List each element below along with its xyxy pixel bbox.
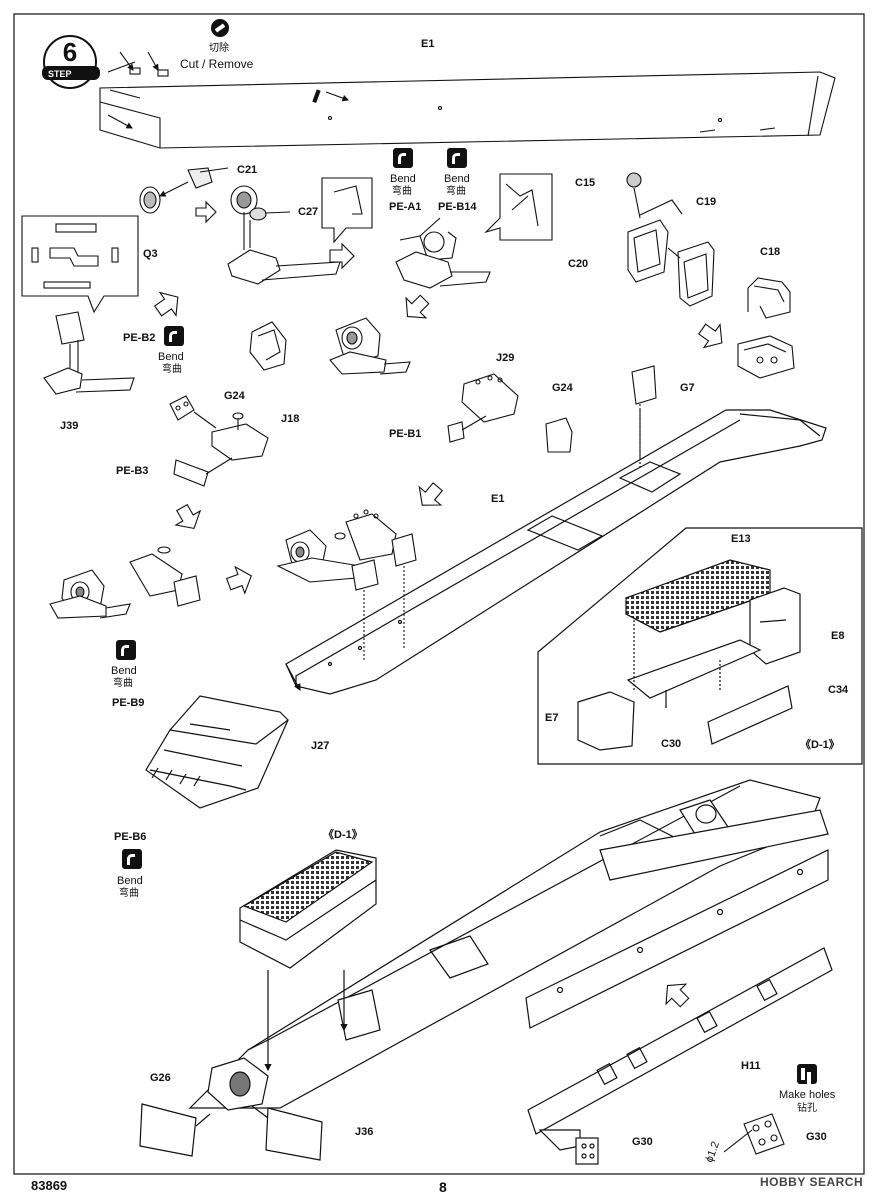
d1-detail-inset: [537, 527, 863, 765]
bend-icon: [122, 849, 142, 869]
bend-label-zh: 弯曲: [119, 888, 139, 899]
side-rail-upper: [525, 809, 829, 1029]
arrow-step-4: [405, 294, 430, 319]
bend-label-zh: 弯曲: [446, 186, 466, 197]
label-e7: E7: [545, 712, 559, 724]
bend-icon: [393, 148, 413, 168]
arrow-step-8: [665, 983, 690, 1008]
side-rail-h11: [527, 947, 833, 1165]
label-j29: J29: [496, 352, 515, 364]
mount-assembly-c27: [227, 185, 341, 285]
label-j39: J39: [60, 420, 79, 432]
step-badge-graphic: [42, 35, 100, 89]
label-g7: G7: [680, 382, 695, 394]
label-g24: G24: [552, 382, 573, 394]
cut-label-zh: 切除: [209, 43, 229, 54]
arrow-step-6: [225, 565, 252, 595]
label-c27: C27: [298, 206, 319, 218]
bend-label-en: Bend: [158, 351, 184, 363]
cut-icon: [211, 19, 229, 37]
jerrycan-assembly: [626, 172, 715, 307]
lamp-assembly-mid: [329, 317, 411, 375]
fender-j27: [145, 695, 289, 809]
lamp-assembly-c21: [139, 167, 229, 224]
label-c15: C15: [575, 177, 596, 189]
bend-icon: [164, 326, 184, 346]
bend-label-zh: 弯曲: [113, 678, 133, 689]
bend-label-en: Bend: [111, 665, 137, 677]
label-q3: Q3: [143, 248, 158, 260]
cut-label-en: Cut / Remove: [180, 57, 254, 71]
label-g30: G30: [806, 1131, 827, 1143]
label-pe-b1: PE-B1: [389, 428, 422, 440]
label-pe-b9: PE-B9: [112, 697, 145, 709]
hitch-assembly-lower: [129, 546, 201, 607]
label-j27: J27: [311, 740, 330, 752]
label-pe-b6: PE-B6: [114, 831, 147, 843]
label-pe-b14: PE-B14: [438, 201, 477, 213]
bend-icon: [116, 640, 136, 660]
label-e13: E13: [731, 533, 751, 545]
label-g26: G26: [150, 1072, 171, 1084]
watermark: HOBBY SEARCH: [760, 1175, 864, 1189]
mount-assembly-j39: [43, 311, 135, 395]
bracket-frame: [249, 321, 287, 371]
label-e1-mid: E1: [491, 493, 505, 505]
bend-label-zh: 弯曲: [392, 186, 412, 197]
holes-label-en: Make holes: [779, 1089, 836, 1101]
bend-label-en: Bend: [117, 875, 143, 887]
arrow-step-3: [153, 291, 179, 318]
bend-label-zh: 弯曲: [162, 364, 182, 375]
lamp-assembly-lower: [49, 569, 131, 619]
j39-detail-inset: [21, 215, 139, 314]
label-c34: C34: [828, 684, 849, 696]
label-c19: C19: [696, 196, 717, 208]
label-c21: C21: [237, 164, 258, 176]
bend-icon: [447, 148, 467, 168]
page-border: [13, 13, 865, 1175]
hitch-assembly-j18: [169, 395, 269, 487]
d1-box-installed: [239, 849, 377, 1072]
label-e8: E8: [831, 630, 845, 642]
bracket-c18: [737, 277, 795, 379]
product-code: 83869: [31, 1178, 68, 1193]
label-pe-b3: PE-B3: [116, 465, 149, 477]
bend-label-en: Bend: [444, 173, 470, 185]
label-h11: H11: [741, 1060, 761, 1072]
bend-label-en: Bend: [390, 173, 416, 185]
page-number: 8: [439, 1179, 447, 1195]
label-d1-installed: 《D-1》: [323, 829, 363, 841]
drill-icon: [797, 1064, 817, 1084]
lamp-assembly-chassis: [276, 509, 417, 660]
label-c30: C30: [661, 738, 682, 750]
chassis-e1-mid: [285, 409, 827, 695]
arrow-step-2: [697, 322, 723, 349]
holes-label-zh: 钻孔: [797, 1103, 817, 1114]
hitch-assembly-j29: [447, 373, 573, 453]
arrow-step-5: [174, 503, 202, 530]
plate-g7: [631, 365, 657, 470]
bracket-assembly-pe-a1: [395, 217, 491, 289]
part-e1-top: [99, 51, 836, 149]
step-label: STEP: [48, 69, 72, 79]
label-d1-inset: 《D-1》: [800, 739, 840, 751]
label-pe-b2: PE-B2: [123, 332, 156, 344]
label-c18: C18: [760, 246, 781, 258]
label-j18: J18: [281, 413, 300, 425]
label-j36: J36: [355, 1126, 374, 1138]
label-g24: G24: [224, 390, 245, 402]
label-c20: C20: [568, 258, 589, 270]
bracket-detail-inset: [321, 177, 373, 244]
label-g30: G30: [632, 1136, 653, 1148]
hole-template-g30: [723, 1113, 785, 1155]
label-pe-a1: PE-A1: [389, 201, 422, 213]
bracket-detail-inset-2: [484, 173, 553, 241]
arrow-step-1: [329, 242, 355, 270]
arrow-step-7: [418, 482, 444, 506]
step-number: 6: [62, 37, 78, 67]
label-e1-top: E1: [421, 38, 435, 50]
